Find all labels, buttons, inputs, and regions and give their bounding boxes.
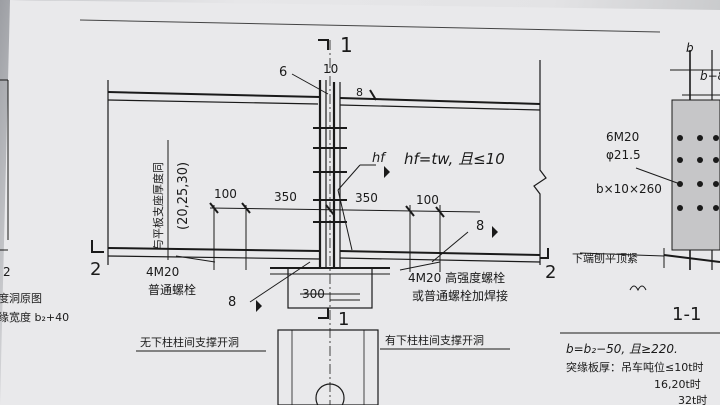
dim-100-left: 100 bbox=[214, 187, 237, 201]
vertical-values: (20,25,30) bbox=[176, 162, 191, 230]
bolt-right-type: 或普通螺栓加焊接 bbox=[412, 288, 508, 303]
dim-8-top: 8 bbox=[356, 86, 363, 99]
detail-note-3: 32t时 bbox=[678, 394, 707, 405]
sheet-border-line bbox=[79, 19, 661, 33]
detail-bottom-note: 下端刨平顶紧 bbox=[572, 251, 638, 265]
caption-right: 有下柱柱间支撑开洞 bbox=[385, 333, 484, 347]
left-partial-drawing: 2 度洞原图 缘宽度 b₂+40 bbox=[0, 79, 69, 324]
section-mark-2-left: 2 bbox=[90, 259, 101, 280]
section-mark-1-top: 1 bbox=[340, 33, 353, 57]
detail-note-2: 16,20t时 bbox=[654, 378, 701, 391]
left-text-2: 缘宽度 b₂+40 bbox=[0, 310, 69, 324]
dim-350-left: 350 bbox=[274, 190, 297, 204]
section-mark-2-right: 2 bbox=[545, 262, 556, 283]
dim-350-right: 350 bbox=[355, 191, 378, 205]
left-text-1: 度洞原图 bbox=[0, 291, 42, 305]
detail-note-1: 突缘板厚：吊车吨位≤10t时 bbox=[566, 360, 704, 374]
detail-hole-dia: φ21.5 bbox=[606, 148, 641, 162]
callout-8-bottom: 8 bbox=[228, 295, 236, 310]
detail-b: b bbox=[686, 41, 694, 55]
dim-300: 300 bbox=[302, 287, 325, 301]
section-mark-1-bottom: 1 bbox=[338, 309, 349, 330]
detail-plate-spec: b×10×260 bbox=[596, 182, 662, 196]
left-mark-2: 2 bbox=[3, 265, 11, 279]
bolt-left-spec: 4M20 bbox=[146, 265, 179, 279]
vertical-note: 与平板支座厚度同 bbox=[151, 162, 165, 250]
bolt-left-type: 普通螺栓 bbox=[148, 282, 196, 297]
detail-formula: b=b₂−50, 且≥220. bbox=[566, 342, 678, 356]
callout-8-right: 8 bbox=[476, 219, 484, 234]
bolt-right-spec: 4M20 高强度螺栓 bbox=[408, 270, 505, 285]
weld-note: hf=tw, 且≤10 bbox=[404, 150, 505, 168]
hand-cursor-icon bbox=[629, 285, 647, 292]
dim-100-right: 100 bbox=[416, 193, 439, 207]
callout-6: 6 bbox=[279, 65, 287, 80]
caption-left: 无下柱柱间支撑开洞 bbox=[140, 335, 239, 349]
section-title-1-1: 1-1 bbox=[672, 304, 701, 325]
main-elevation bbox=[91, 39, 549, 405]
section-1-1-detail bbox=[560, 50, 720, 334]
detail-bolt-spec: 6M20 bbox=[606, 130, 639, 144]
weld-hf-label: hf bbox=[372, 151, 387, 166]
detail-b-minus-8: b−8 bbox=[700, 69, 720, 83]
dim-10: 10 bbox=[323, 62, 338, 76]
